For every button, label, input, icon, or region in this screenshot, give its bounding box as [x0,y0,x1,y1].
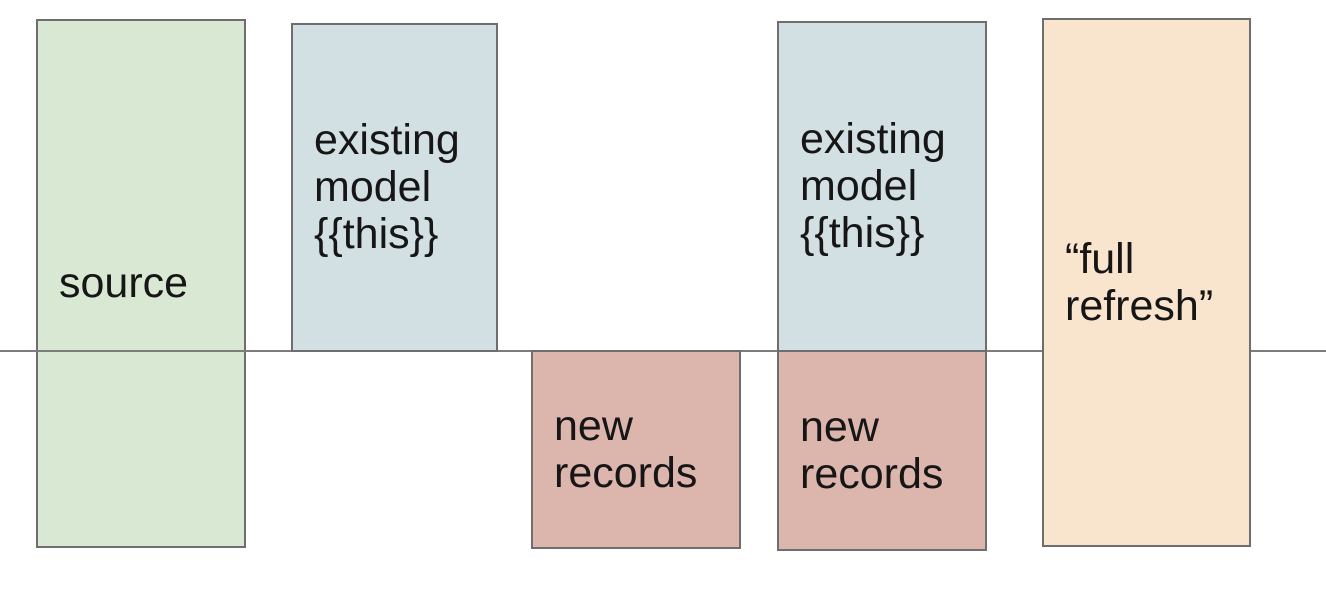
new-records-box-1-label: new records [554,401,698,497]
existing-model-box-2: existing model {{this}} [777,21,987,352]
source-box-label: source [59,259,189,307]
new-records-box-2-label: new records [800,402,944,498]
full-refresh-box-label: “full refresh” [1065,234,1214,330]
new-records-box-1: new records [531,350,741,549]
new-records-box-2: new records [777,350,987,551]
full-refresh-box: “full refresh” [1042,18,1251,547]
existing-model-box-1-label: existing model {{this}} [314,116,460,258]
existing-model-box-2-label: existing model {{this}} [800,115,946,257]
existing-model-box-1: existing model {{this}} [291,23,498,352]
source-box: source [36,19,246,548]
